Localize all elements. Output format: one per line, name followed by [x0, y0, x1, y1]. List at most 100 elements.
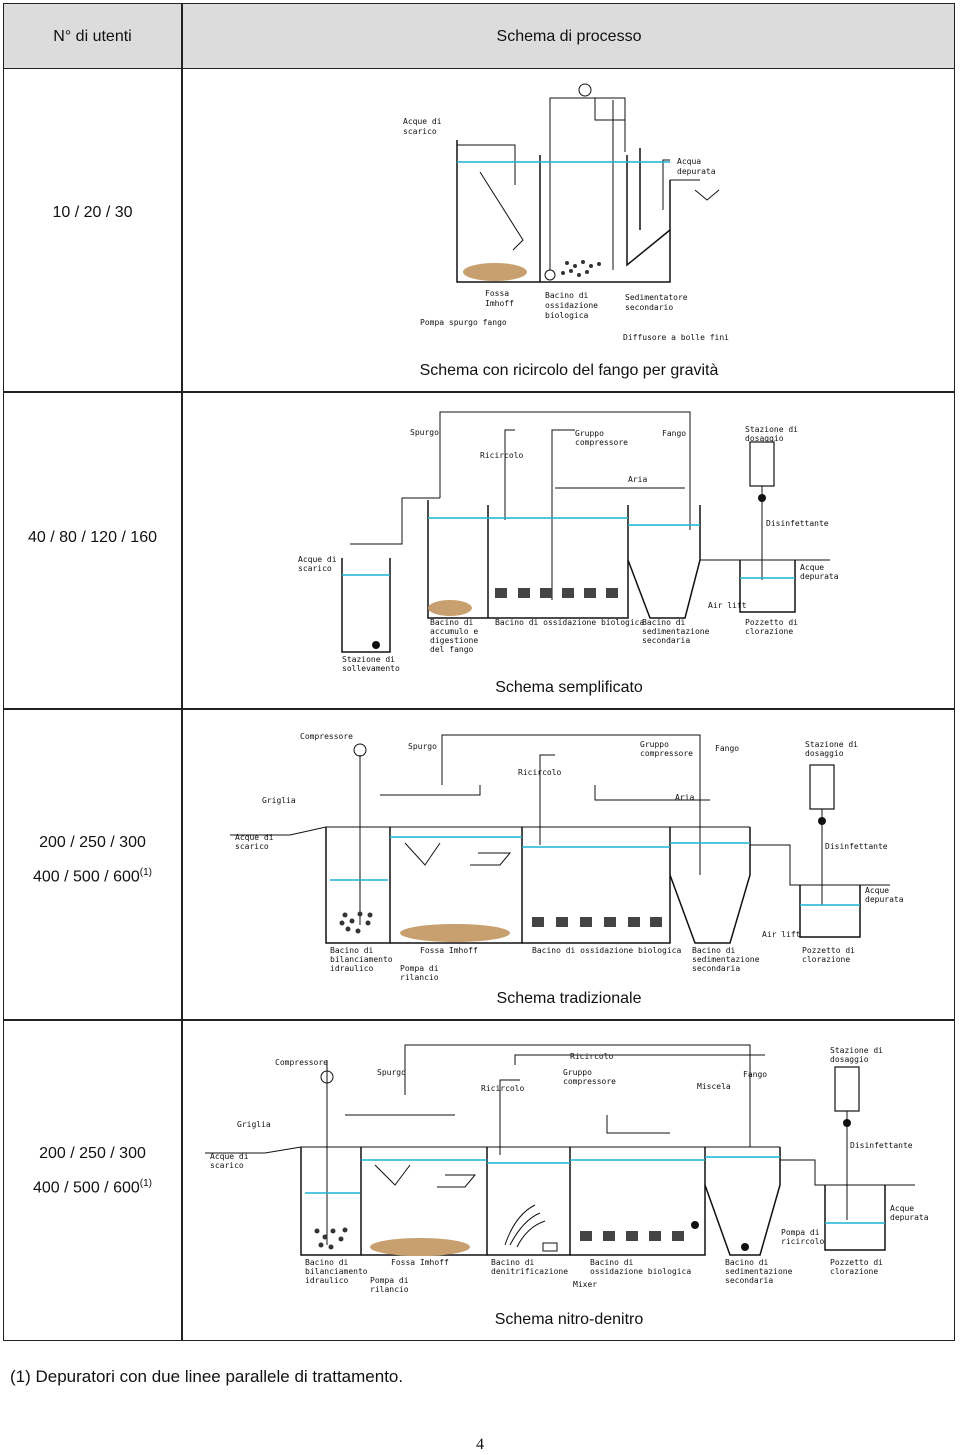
diagram-label: Pozzetto di	[830, 1258, 883, 1267]
diagram-label: dosaggio	[830, 1055, 869, 1064]
diagram-label: digestione	[430, 636, 478, 645]
chlorination-pit	[824, 1185, 886, 1251]
dosing-pump	[843, 1119, 851, 1127]
diagram-label: Stazione di	[805, 740, 858, 749]
aeration-diffusers	[580, 1231, 684, 1241]
water-lines	[330, 836, 860, 906]
diagram-label: biologica	[545, 311, 589, 320]
diagram-label: Griglia	[262, 796, 296, 805]
diagram-label: secondaria	[725, 1276, 773, 1285]
diagram-label: dosaggio	[805, 749, 844, 758]
diagram-label: Miscela	[697, 1082, 731, 1091]
diagram-label: Pompa spurgo fango	[420, 318, 507, 327]
diagram-label: Spurgo	[410, 428, 439, 437]
sludge-pump	[741, 1243, 749, 1251]
chlorination-pit	[799, 885, 861, 938]
blower-icon	[578, 83, 592, 97]
diagram-label: rilancio	[400, 973, 439, 982]
diagram-label: Bacino di	[725, 1258, 769, 1267]
process-table: N° di utenti Schema di processo 10 / 20 …	[3, 3, 955, 1341]
diagram-label: ricircolo	[781, 1237, 825, 1246]
diagram-label: scarico	[235, 842, 269, 851]
diagram-label: dosaggio	[745, 434, 784, 443]
row4-users: 200 / 250 / 300 400 / 500 / 600(1)	[33, 1145, 152, 1197]
diagram-label: Fango	[662, 429, 686, 438]
diagram-label: scarico	[210, 1161, 244, 1170]
row-divider	[4, 1019, 954, 1021]
diagram-label: Pompa di	[781, 1228, 820, 1237]
dosing-tank	[809, 764, 835, 810]
diagram-label: Ricircolo	[570, 1052, 614, 1061]
diagram-label: compressore	[640, 749, 693, 758]
diagram-label: bilanciamento	[330, 955, 393, 964]
diagram-label: Air lift	[762, 930, 801, 939]
diagram-label: ossidazione biologica	[590, 1267, 691, 1276]
diagram-label: sedimentazione	[725, 1267, 793, 1276]
recirculation-pump	[691, 1221, 699, 1229]
sedimentation-cone	[669, 827, 751, 944]
diagram-label: Acque di	[298, 555, 337, 564]
diagram-label: Disinfettante	[766, 519, 829, 528]
diagram-label: Acque di	[210, 1152, 249, 1161]
table-header	[4, 4, 954, 69]
diagram-label: bilanciamento	[305, 1267, 368, 1276]
diagram-label: Ricircolo	[518, 768, 562, 777]
diagram-label: rilancio	[370, 1285, 409, 1294]
sludge-pump	[544, 269, 556, 281]
diagram-label: idraulico	[330, 964, 374, 973]
compressor-icon	[320, 1070, 334, 1084]
diagram-label: Acqua	[677, 157, 701, 166]
diagram-label: Bacino di ossidazione biologica	[495, 618, 644, 627]
diagram-label: Gruppo	[563, 1068, 592, 1077]
row4-caption: Schema nitro-denitro	[494, 1311, 644, 1328]
diagram-label: Pozzetto di	[745, 618, 798, 627]
diagram-label: Bacino di	[692, 946, 736, 955]
dosing-pump	[758, 494, 766, 502]
diagram-label: Pozzetto di	[802, 946, 855, 955]
row-divider	[4, 708, 954, 710]
sludge-deposit	[370, 1238, 470, 1256]
diagram-label: clorazione	[745, 627, 793, 636]
diagram-label: Ricircolo	[480, 451, 524, 460]
diagram-label: Bacino di	[430, 618, 474, 627]
diagram-label: Pompa di	[400, 964, 439, 973]
diagram-label: Gruppo	[575, 429, 604, 438]
diagram-label: Mixer	[573, 1280, 597, 1289]
diagram-label: Disinfettante	[850, 1141, 913, 1150]
diagram-label: Fossa Imhoff	[391, 1258, 449, 1267]
diagram-label: Spurgo	[408, 742, 437, 751]
row2-caption: Schema semplificato	[495, 679, 643, 696]
diagram-label: depurata	[800, 572, 839, 581]
row1-caption: Schema con ricircolo del fango per gravi…	[419, 362, 719, 379]
mixer-flow	[504, 1204, 546, 1248]
diagram-label: Spurgo	[377, 1068, 406, 1077]
diagram-label: Fossa	[485, 289, 509, 298]
diagram-label: idraulico	[305, 1276, 349, 1285]
diagram-label: Acque	[890, 1204, 914, 1213]
diagram-label: Fossa Imhoff	[420, 946, 478, 955]
diagram-label: Aria	[675, 793, 694, 802]
diagram-label: sedimentazione	[692, 955, 760, 964]
diagram-label: Acque di	[235, 833, 274, 842]
diagram-simplified: Spurgo Ricircolo Gruppo compressore Fang…	[298, 411, 839, 673]
diagram-label: Bacino di	[330, 946, 374, 955]
diagram-label: secondaria	[692, 964, 740, 973]
row3-caption: Schema tradizionale	[496, 990, 642, 1007]
diagram-label: sedimentazione	[642, 627, 710, 636]
diagram-label: scarico	[298, 564, 332, 573]
row1-users: 10 / 20 / 30	[52, 204, 133, 221]
water-lines	[305, 1156, 885, 1224]
aeration-diffusers	[532, 917, 662, 927]
diagram-label: Air lift	[708, 601, 747, 610]
diagram-label: Stazione di	[745, 425, 798, 434]
diagram-label: Bacino di	[305, 1258, 349, 1267]
diagram-label: Diffusore a bolle fini	[623, 333, 729, 342]
row3-users: 200 / 250 / 300 400 / 500 / 600(1)	[33, 834, 152, 886]
diagram-label: Pompa di	[370, 1276, 409, 1285]
diagram-label: scarico	[403, 127, 437, 136]
diagram-label: ossidazione	[545, 301, 598, 310]
diagram-label: accumulo e	[430, 627, 478, 636]
diagram-label: secondaria	[642, 636, 690, 645]
diagram-label: Acque	[865, 886, 889, 895]
dosing-tank	[749, 441, 775, 487]
